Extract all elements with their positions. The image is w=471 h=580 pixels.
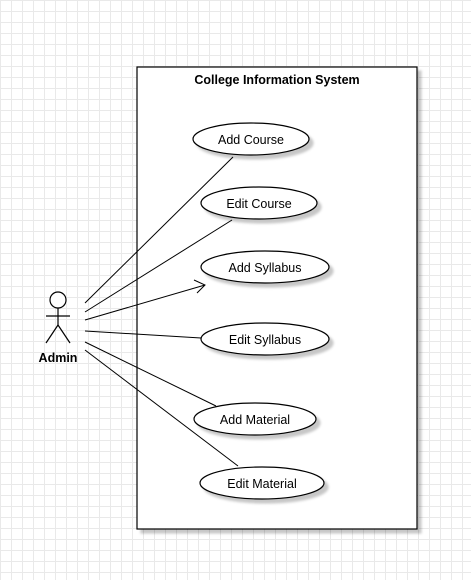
actor-admin[interactable]	[45, 291, 71, 344]
use-case-add-syllabus[interactable]: Add Syllabus	[200, 250, 330, 284]
use-case-label: Edit Syllabus	[229, 333, 301, 347]
association-add-syllabus[interactable]	[84, 279, 206, 321]
association-add-course[interactable]	[84, 156, 234, 304]
association-edit-course[interactable]	[84, 219, 233, 313]
actor-right-leg	[57, 324, 71, 344]
use-case-label: Add Material	[220, 413, 290, 427]
use-case-add-material[interactable]: Add Material	[193, 402, 317, 436]
association-edit-syllabus[interactable]	[84, 330, 202, 339]
association-add-material[interactable]	[84, 341, 217, 407]
use-case-label: Add Course	[218, 133, 284, 147]
actor-head	[49, 291, 67, 309]
associations	[84, 156, 239, 467]
use-case-add-course[interactable]: Add Course	[192, 122, 310, 156]
use-case-edit-material[interactable]: Edit Material	[199, 466, 325, 500]
actor-label: Admin	[39, 351, 78, 365]
system-title: College Information System	[194, 73, 359, 87]
use-case-edit-course[interactable]: Edit Course	[200, 186, 318, 220]
arrow-head	[193, 279, 206, 294]
actor-left-leg	[45, 324, 59, 344]
use-case-label: Add Syllabus	[229, 261, 302, 275]
use-case-label: Edit Material	[227, 477, 296, 491]
use-case-edit-syllabus[interactable]: Edit Syllabus	[200, 322, 330, 356]
association-edit-material[interactable]	[84, 349, 239, 467]
use-case-label: Edit Course	[226, 197, 291, 211]
